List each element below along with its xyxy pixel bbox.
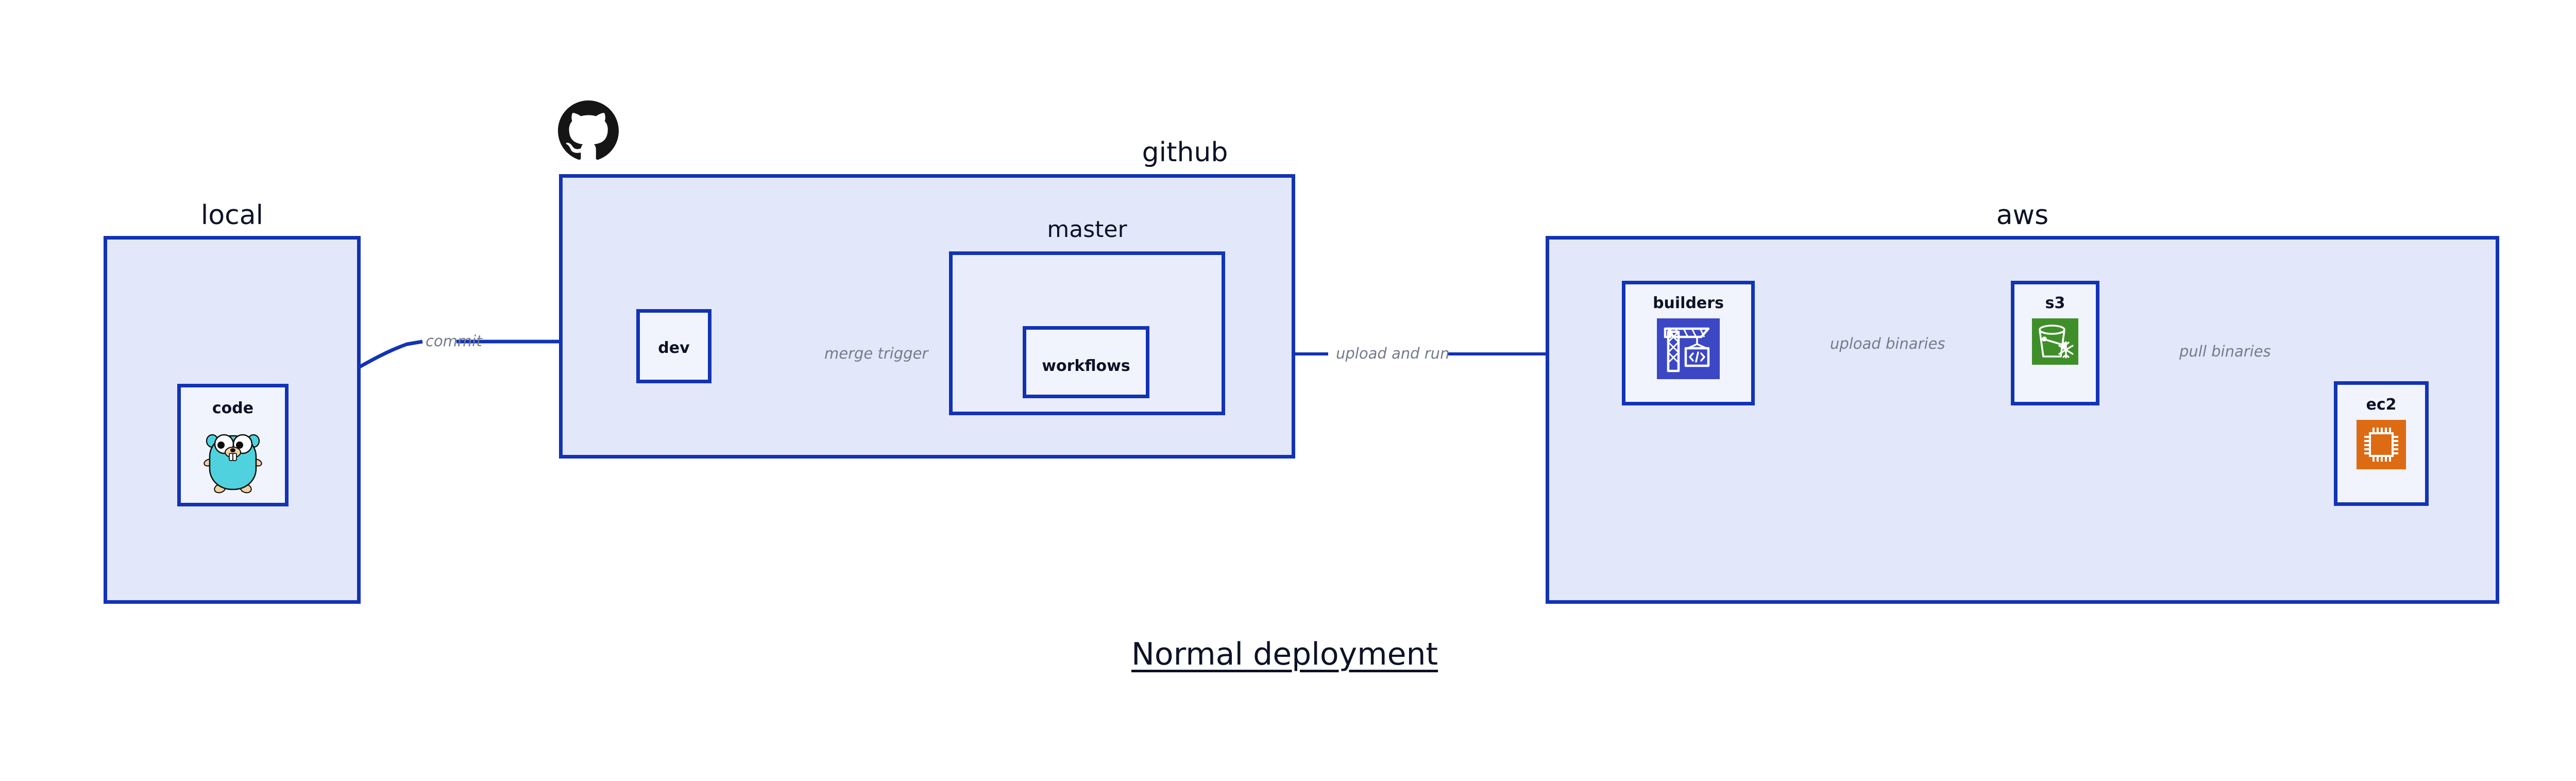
node-label-builders: builders [1653, 294, 1724, 312]
aws-codebuild-icon [1657, 318, 1720, 379]
node-dev[interactable]: dev [636, 309, 711, 383]
node-workflows[interactable]: workflows [1023, 326, 1149, 398]
edge-label-upload-binaries: upload binaries [1830, 335, 1945, 352]
diagram-title: Normal deployment [1131, 636, 1438, 672]
edge-label-commit: commit [426, 332, 482, 350]
node-label-workflows: workflows [1042, 357, 1130, 375]
node-label-ec2: ec2 [2366, 396, 2397, 414]
node-code[interactable]: code [177, 384, 289, 506]
node-label-dev: dev [658, 339, 690, 357]
go-gopher-icon [202, 428, 263, 495]
edge-label-pull-binaries: pull binaries [2179, 343, 2271, 360]
group-label-master: master [1047, 216, 1127, 243]
aws-ec2-icon [2357, 420, 2406, 469]
node-builders[interactable]: builders [1622, 281, 1755, 405]
node-label-code: code [212, 399, 254, 417]
github-octocat-icon [558, 100, 619, 161]
aws-s3-glacier-icon [2032, 318, 2078, 365]
group-label-aws: aws [1996, 200, 2049, 231]
edge-label-merge-trigger: merge trigger [824, 345, 928, 362]
node-label-s3: s3 [2045, 294, 2065, 312]
group-label-github: github [1142, 137, 1228, 168]
edge-label-upload-and-run: upload and run [1336, 345, 1450, 362]
node-ec2[interactable]: ec2 [2334, 381, 2429, 506]
node-s3[interactable]: s3 [2011, 281, 2099, 405]
group-label-local: local [200, 200, 264, 231]
